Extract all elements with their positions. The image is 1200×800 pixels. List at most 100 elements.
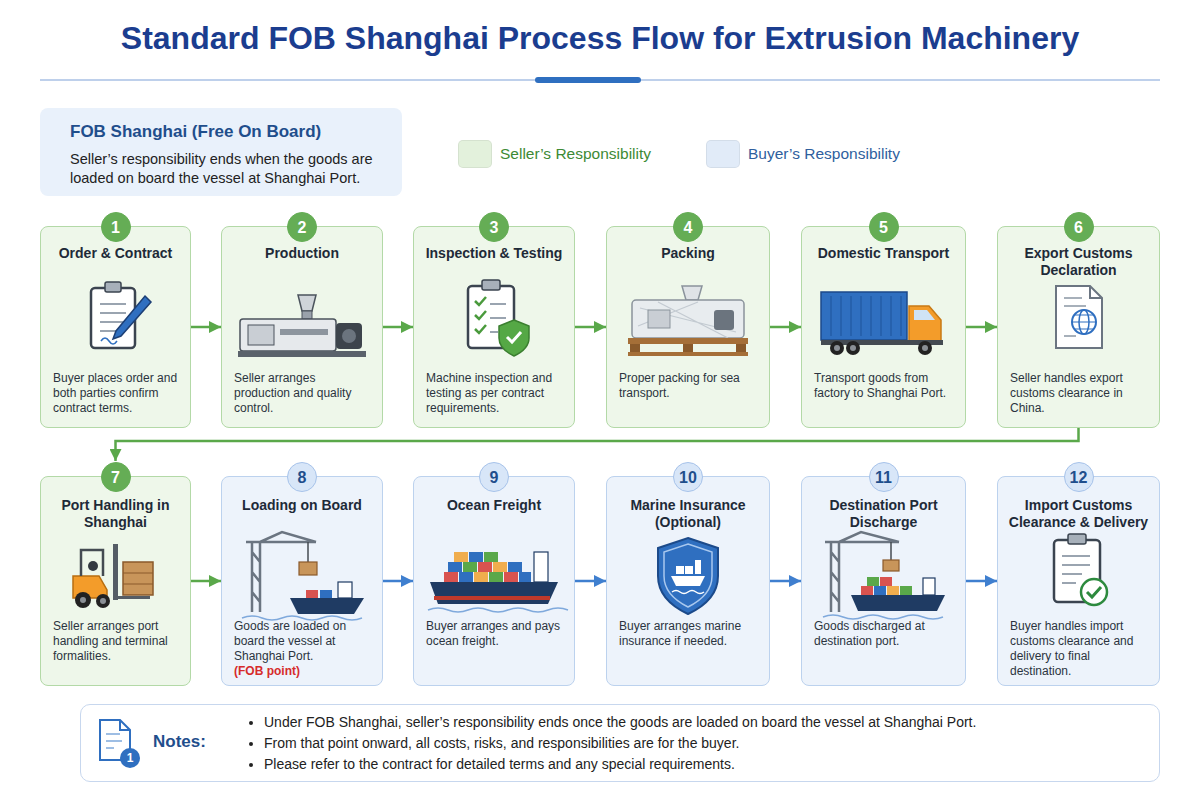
container-ship-icon [459, 572, 473, 582]
truck-icon [909, 306, 941, 342]
forklift-icon [100, 598, 106, 604]
step-description: Goods discharged at destination port. [814, 619, 953, 649]
clearance-icon [1087, 587, 1101, 597]
container-ship-icon [430, 582, 558, 604]
packed-machine-icon [632, 300, 744, 338]
flow-arrow [770, 580, 801, 583]
step-description: Buyer arranges and pays ocean freight. [426, 619, 562, 649]
step-description: Proper packing for sea transport. [619, 371, 757, 401]
container-ship-icon [434, 596, 550, 600]
truck-icon [821, 292, 943, 355]
discharge-crane-icon [880, 577, 892, 586]
clearance-icon [1054, 534, 1107, 605]
legend-item: Buyer’s Responsibility [706, 140, 900, 168]
discharge-crane-icon [867, 577, 879, 586]
flow-arrow [966, 326, 997, 329]
step-description: Machine inspection and testing as per co… [426, 371, 562, 416]
discharge-crane-icon [823, 615, 943, 619]
contract-icon [91, 282, 151, 348]
insurance-shield-icon [671, 576, 705, 586]
diagram-title: Standard FOB Shanghai Process Flow for E… [0, 20, 1200, 57]
packed-machine-icon [628, 286, 748, 356]
note-item: Under FOB Shanghai, seller’s responsibil… [264, 712, 1144, 733]
container-ship-icon [428, 608, 568, 612]
loading-crane-icon [242, 616, 362, 620]
container-ship-icon [493, 562, 507, 572]
inspection-icon [482, 280, 500, 290]
step-number: 10 [673, 462, 703, 492]
forklift-icon [73, 544, 153, 608]
forklift-icon [113, 544, 118, 600]
step-heading: Domestic Transport [806, 245, 961, 262]
notes-icon [100, 720, 130, 760]
process-box: Buyer places order and both parties conf… [40, 226, 191, 428]
insurance-shield-icon [664, 544, 712, 607]
step-description: Seller arranges port handling and termin… [53, 619, 178, 664]
process-box: Seller handles export customs clearance … [997, 226, 1160, 428]
packed-machine-icon [714, 310, 734, 330]
extruder-machine-icon [302, 311, 312, 319]
connectors [116, 327, 1079, 581]
description-block: Buyer arranges marine insurance if neede… [607, 619, 769, 649]
loading-crane-icon [290, 598, 364, 614]
step-heading: Destination Port Discharge [806, 497, 961, 531]
contract-icon [105, 282, 121, 292]
step-heading: Production [226, 245, 378, 262]
step-description: Buyer arranges marine insurance if neede… [619, 619, 757, 649]
discharge-crane-icon [825, 532, 899, 612]
container-ship-icon [484, 552, 498, 562]
container-ship-icon [474, 572, 488, 582]
container-ship-icon [489, 572, 503, 582]
flow-arrow [966, 580, 997, 583]
container-ship-icon [519, 572, 531, 582]
forklift-icon [75, 592, 91, 608]
loading-crane-icon [338, 582, 352, 598]
discharge-crane-icon [851, 595, 945, 611]
step-heading: Packing [611, 245, 765, 262]
discharge-crane-icon [923, 578, 935, 595]
title-rule [40, 79, 1160, 81]
customs-document-icon [1056, 286, 1102, 348]
process-box: Goods are loaded on board the vessel at … [221, 476, 383, 686]
loading-crane-icon [307, 542, 309, 562]
notes-icon [106, 734, 122, 748]
notes-box: Notes:Under FOB Shanghai, seller’s respo… [80, 704, 1160, 782]
discharge-crane-icon [861, 586, 873, 595]
truck-icon [846, 341, 860, 355]
forklift-icon [123, 573, 153, 584]
loading-crane-icon [306, 590, 318, 598]
step-description: Buyer places order and both parties conf… [53, 371, 178, 416]
legend-text: Seller’s Responsibility [500, 145, 651, 163]
contract-icon [101, 338, 117, 344]
container-ship-icon [469, 552, 483, 562]
customs-document-icon [1064, 298, 1086, 336]
extruder-machine-icon [238, 351, 366, 357]
process-box: Seller arranges production and quality c… [221, 226, 383, 428]
forklift-icon [73, 576, 107, 598]
flow-arrow [383, 326, 413, 329]
customs-document-icon [1072, 310, 1096, 334]
contract-icon [91, 288, 135, 348]
process-box: Goods discharged at destination port.11D… [801, 476, 966, 686]
notes-icon [100, 720, 130, 760]
note-item: From that point onward, all costs, risks… [264, 733, 1144, 754]
description-block: Buyer arranges and pays ocean freight. [414, 619, 574, 649]
loading-crane-icon [299, 562, 317, 575]
step-description: Seller arranges production and quality c… [234, 371, 370, 416]
container-ship-icon [454, 552, 468, 562]
insurance-shield-icon [676, 566, 684, 574]
description-block: Machine inspection and testing as per co… [414, 371, 574, 416]
container-ship-icon [428, 552, 568, 612]
title-rule [535, 77, 641, 83]
discharge-crane-icon [887, 586, 899, 595]
forklift-icon [80, 597, 86, 603]
loading-crane-icon [320, 590, 332, 598]
forklift-icon [81, 550, 103, 576]
contract-icon [100, 304, 126, 331]
container-ship-icon [463, 562, 477, 572]
inspection-icon [475, 297, 486, 333]
customs-document-icon [1072, 315, 1096, 329]
extruder-machine-icon [298, 295, 316, 311]
step-heading: Marine Insurance (Optional) [611, 497, 765, 531]
legend-item: Seller’s Responsibility [458, 140, 651, 168]
